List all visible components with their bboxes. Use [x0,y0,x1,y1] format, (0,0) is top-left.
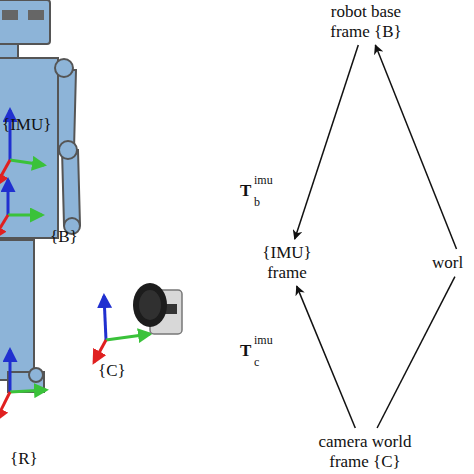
frame-label: {R} [10,450,38,469]
frame-name: worl [432,253,474,273]
camera-icon [133,283,182,334]
frame-node: {IMU} frame [257,243,317,282]
frame-node: camera world frame {C} [300,432,430,471]
foot-axes [0,350,46,420]
transform-symbol: T [240,342,251,361]
transform-arrow [295,45,359,239]
robot-forearm [62,150,80,225]
robot-upper-arm [58,70,76,150]
transform-arrow [375,45,456,249]
transform-index: imu [254,174,273,187]
frame-label: {C} [98,362,126,381]
base-axes [0,180,42,238]
robot-torso [0,58,58,238]
robot-neck [0,44,18,58]
robot-head [0,0,50,44]
transform-index: b [254,196,260,209]
robot-eye [28,10,44,20]
frame-node: robot base frame {B} [311,2,421,41]
robot-elbow [59,141,77,159]
robot-leg [0,240,34,380]
transform-index: c [254,356,259,369]
frame-name: {IMU} frame [257,243,317,282]
robot-ankle [29,368,43,382]
transform-arrow [297,286,356,428]
frame-label: {B} [50,228,78,247]
transform-index: imu [254,334,273,347]
robot-shoulder [55,59,73,77]
robot-eye [2,10,18,20]
transform-symbol: T [240,182,251,201]
frame-label: {IMU} [2,116,51,135]
frame-name: camera world frame {C} [300,432,430,471]
frame-node: worl [432,253,474,273]
transform-arrow [377,277,455,428]
frame-name: robot base frame {B} [311,2,421,41]
